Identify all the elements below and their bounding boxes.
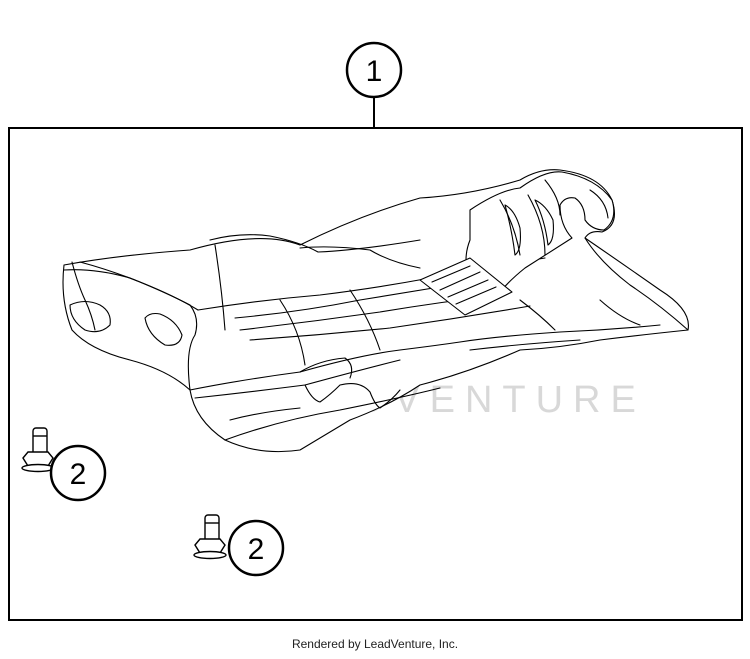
callout-2-label: 2 [70, 458, 87, 491]
callout-2b[interactable]: 2 [227, 519, 285, 577]
callout-1[interactable]: 1 [345, 41, 403, 128]
callout-1-label: 1 [366, 55, 383, 88]
render-credit: Rendered by LeadVenture, Inc. [291, 637, 459, 651]
diagram-frame [8, 127, 743, 621]
callout-2b-label: 2 [248, 533, 265, 566]
callout-2[interactable]: 2 [49, 444, 107, 502]
bolt-icon[interactable] [21, 427, 55, 473]
skid-plate[interactable] [62, 169, 689, 453]
bolt-icon[interactable] [193, 514, 227, 560]
